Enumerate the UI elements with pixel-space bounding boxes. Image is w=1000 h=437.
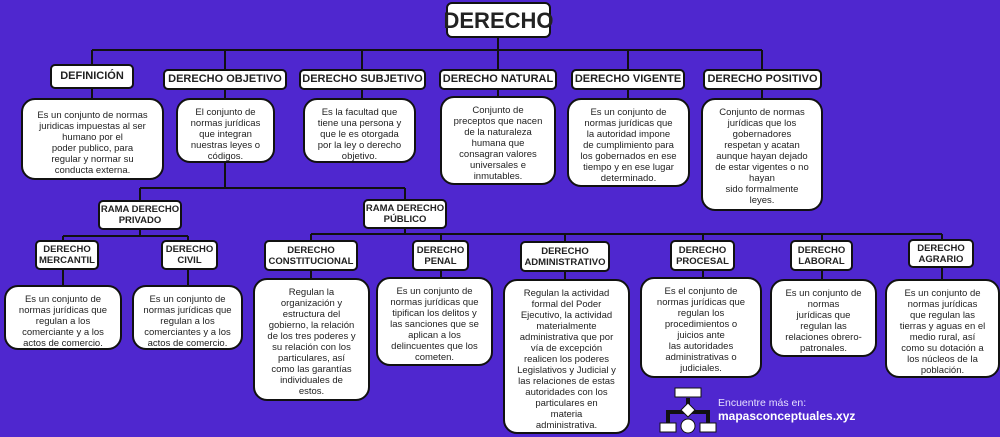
desc-definicion: Es un conjunto de normas juridicas impue… — [21, 98, 164, 180]
desc-derecho-laboral: Es un conjunto de normas jurídicas que r… — [770, 279, 877, 357]
header-derecho-natural: DERECHO NATURAL — [439, 69, 557, 90]
header-derecho-civil: DERECHO CIVIL — [161, 240, 218, 270]
rama-derecho-privado: RAMA DERECHO PRIVADO — [98, 200, 182, 230]
header-derecho-constitucional: DERECHO CONSTITUCIONAL — [264, 240, 358, 271]
promo-label: Encuentre más en: — [718, 397, 807, 409]
promo-link[interactable]: mapasconceptuales.xyz — [718, 409, 856, 423]
desc-derecho-civil: Es un conjunto de normas jurídicas que r… — [132, 285, 243, 350]
desc-derecho-natural: Conjunto de preceptos que nacen de la na… — [440, 96, 556, 185]
header-derecho-administrativo: DERECHO ADMINISTRATIVO — [520, 241, 610, 272]
header-derecho-procesal: DERECHO PROCESAL — [670, 240, 735, 271]
desc-derecho-administrativo: Regulan la actividad formal del Poder Ej… — [503, 279, 630, 434]
header-derecho-vigente: DERECHO VIGENTE — [571, 69, 685, 90]
desc-derecho-agrario: Es un conjunto de normas jurídicas que r… — [885, 279, 1000, 378]
site-logo-icon — [659, 387, 717, 434]
promo: Encuentre más en: mapasconceptuales.xyz — [718, 397, 855, 423]
header-derecho-laboral: DERECHO LABORAL — [790, 240, 853, 271]
header-derecho-mercantil: DERECHO MERCANTIL — [35, 240, 99, 270]
header-definicion: DEFINICIÓN — [50, 64, 134, 89]
header-derecho-penal: DERECHO PENAL — [412, 240, 469, 271]
rama-derecho-publico: RAMA DERECHO PÚBLICO — [363, 199, 447, 229]
desc-derecho-subjetivo: Es la facultad que tiene una persona y q… — [303, 98, 416, 163]
header-derecho-agrario: DERECHO AGRARIO — [908, 239, 974, 268]
desc-derecho-positivo: Conjunto de normas jurídicas que los gob… — [701, 98, 823, 211]
desc-derecho-mercantil: Es un conjunto de normas jurídicas que r… — [4, 285, 122, 350]
header-derecho-objetivo: DERECHO OBJETIVO — [163, 69, 287, 90]
desc-derecho-vigente: Es un conjunto de normas jurídicas que l… — [567, 98, 690, 187]
header-derecho-subjetivo: DERECHO SUBJETIVO — [299, 69, 426, 90]
desc-derecho-constitucional: Regulan la organización y estructura del… — [253, 278, 370, 401]
desc-derecho-objetivo: El conjunto de normas jurídicas que inte… — [176, 98, 275, 163]
desc-derecho-procesal: Es el conjunto de normas jurídicas que r… — [640, 277, 762, 378]
header-derecho-positivo: DERECHO POSITIVO — [703, 69, 822, 90]
title-box: DERECHO — [444, 2, 554, 38]
desc-derecho-penal: Es un conjunto de normas jurídicas que t… — [376, 277, 493, 366]
